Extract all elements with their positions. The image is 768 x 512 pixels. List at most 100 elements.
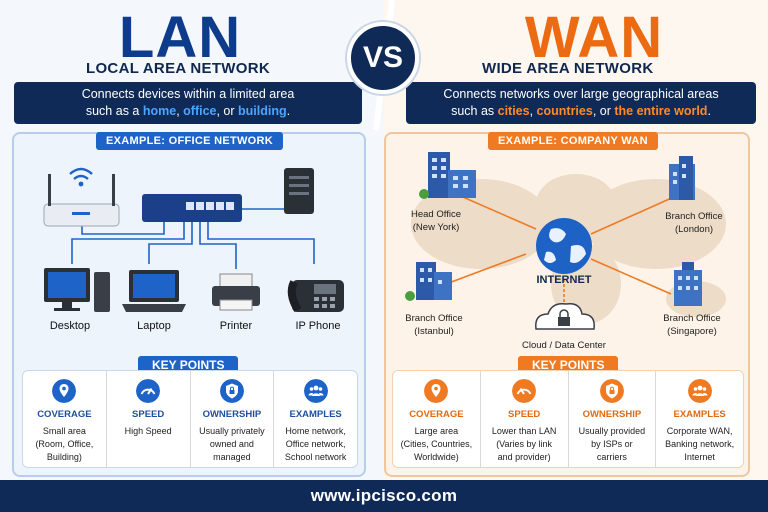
lan-banner-line2: such as a home, office, or building. <box>14 103 362 120</box>
wan-kp-ownership-line2: by ISPs or <box>591 439 633 449</box>
site-london-place: (London) <box>674 224 714 235</box>
site-singapore-name: Branch Office <box>663 313 721 324</box>
wan-kp-examples: EXAMPLES Corporate WAN,Banking network,I… <box>655 371 743 467</box>
head-office-building-icon <box>419 152 476 199</box>
lan-kp-coverage-line2: (Room, Office, <box>35 439 94 449</box>
device-label-desktop: Desktop <box>49 320 91 332</box>
lan-kp-examples: EXAMPLES Home network,Office network,Sch… <box>273 371 357 467</box>
lan-description-banner: Connects devices within a limited area s… <box>14 82 362 124</box>
server-icon <box>284 168 314 214</box>
wan-kp-ownership-line3: carriers <box>596 452 627 462</box>
london-office-building-icon <box>669 156 695 200</box>
site-istanbul-name: Branch Office <box>405 313 463 324</box>
footer-website[interactable]: www.ipcisco.com <box>0 480 768 512</box>
speedometer-icon <box>136 379 161 403</box>
lan-kp-coverage-head: COVERAGE <box>37 409 92 420</box>
lan-kp-examples-line1: Home network, <box>285 426 346 436</box>
lan-banner-end: . <box>286 104 291 118</box>
lan-section: LAN LOCAL AREA NETWORK Connects devices … <box>0 0 384 480</box>
site-london-name: Branch Office <box>665 211 723 222</box>
lan-kp-coverage-line1: Small area <box>42 426 86 436</box>
device-label-laptop: Laptop <box>137 320 171 332</box>
shield-lock-icon <box>599 379 624 403</box>
wan-kp-examples-head: EXAMPLES <box>673 409 726 420</box>
internet-globe-icon <box>536 218 592 274</box>
cloud-label: Cloud / Data Center <box>522 340 606 351</box>
network-switch-icon <box>142 194 242 222</box>
device-label-ip-phone: IP Phone <box>295 320 341 332</box>
users-icon <box>687 379 712 403</box>
site-label-london: Branch Office (London) <box>644 210 744 236</box>
site-label-istanbul: Branch Office (Istanbul) <box>384 312 484 338</box>
lan-key-points: COVERAGE Small area (Room, Office, Buildin… <box>22 370 358 468</box>
wan-kp-ownership-line1: Usually provided <box>578 426 646 436</box>
lan-kp-examples-line2: Office network, <box>285 439 346 449</box>
world-map-background <box>411 174 726 324</box>
lan-banner-hl-building: building <box>238 104 287 118</box>
device-label-printer: Printer <box>219 320 253 332</box>
lan-kp-speed-text: High Speed <box>107 425 190 438</box>
wan-kp-speed: SPEED Lower than LAN (Varies by link and p… <box>479 371 568 467</box>
lan-kp-ownership-line3: managed <box>213 452 251 462</box>
lan-kp-speed: SPEED High Speed <box>105 371 190 467</box>
wan-kp-speed-line1: Lower than LAN <box>491 426 557 436</box>
wan-banner-line2: such as cities, countries, or the entire… <box>406 103 756 120</box>
wan-kp-coverage-line3: Worldwide) <box>413 452 459 462</box>
printer-icon <box>212 273 260 311</box>
wan-kp-speed-text: Lower than LAN (Varies by link and provide… <box>481 425 568 464</box>
wan-section: WAN WIDE AREA NETWORK Connects networks … <box>384 0 768 480</box>
lan-kp-ownership-line1: Usually privately <box>199 426 265 436</box>
wan-kp-coverage: COVERAGE Large area(Cities, Countries,Wo… <box>393 371 480 467</box>
wan-kp-coverage-text: Large area(Cities, Countries,Worldwide) <box>393 425 480 464</box>
lan-subtitle: LOCAL AREA NETWORK <box>86 60 271 77</box>
lan-kp-coverage: COVERAGE Small area (Room, Office, Buildin… <box>23 371 106 467</box>
lan-network-diagram <box>43 167 344 313</box>
wan-title: WAN <box>524 5 664 70</box>
desktop-icon <box>44 268 110 312</box>
wan-network-diagram <box>405 152 726 330</box>
link-singapore <box>590 258 672 295</box>
wan-kp-speed-line3: and provider) <box>497 452 551 462</box>
lan-kp-ownership-line2: owned and <box>209 439 254 449</box>
ip-phone-icon <box>287 280 344 313</box>
lan-kp-examples-text: Home network, Office network, School netwo… <box>274 425 357 464</box>
internet-label: INTERNET <box>536 274 592 286</box>
wan-banner-sep1: , <box>529 104 537 118</box>
wan-kp-coverage-line2: (Cities, Countries, <box>400 439 473 449</box>
lan-kp-coverage-text: Small area (Room, Office, Building) <box>23 425 106 464</box>
link-newyork <box>455 193 537 230</box>
vs-badge: VS <box>347 22 419 94</box>
shield-lock-icon <box>219 379 244 403</box>
lan-kp-speed-head: SPEED <box>132 409 165 420</box>
wan-banner-hl-countries: countries <box>536 104 593 118</box>
wan-subtitle: WIDE AREA NETWORK <box>482 60 654 77</box>
phone-cable <box>207 222 315 264</box>
site-istanbul-place: (Istanbul) <box>414 326 454 337</box>
wan-kp-coverage-head: COVERAGE <box>409 409 464 420</box>
wan-banner-sep2: , or <box>592 104 615 118</box>
lan-banner-line1: Connects devices within a limited area <box>81 87 295 101</box>
location-pin-icon <box>424 379 449 403</box>
wifi-router-icon <box>43 167 120 227</box>
wan-kp-examples-line1: Corporate WAN, <box>666 426 733 436</box>
istanbul-office-building-icon <box>405 262 452 301</box>
lan-kp-coverage-line3: Building) <box>46 452 82 462</box>
lan-example-panel: EXAMPLE: OFFICE NETWORK <box>12 132 366 477</box>
wan-banner-end: . <box>707 104 711 118</box>
wan-key-points: COVERAGE Large area(Cities, Countries,Wo… <box>392 370 744 468</box>
site-new-york-name: Head Office <box>411 209 461 220</box>
wan-example-label: EXAMPLE: COMPANY WAN <box>488 132 658 150</box>
site-label-new-york: Head Office(New York) <box>386 208 486 234</box>
lan-banner-hl-office: office <box>183 104 217 118</box>
lan-kp-examples-line3: School network <box>284 452 347 462</box>
lan-key-points-title: KEY POINTS <box>138 356 239 374</box>
wan-banner-hl-world: the entire world <box>614 104 708 118</box>
wan-kp-examples-text: Corporate WAN,Banking network,Internet <box>656 425 743 464</box>
laptop-cable <box>148 222 193 264</box>
wan-kp-speed-head: SPEED <box>508 409 541 420</box>
wan-example-panel: EXAMPLE: COMPANY WAN <box>384 132 750 477</box>
wan-kp-speed-line2: (Varies by link <box>496 439 553 449</box>
cloud-data-center-icon <box>535 302 595 330</box>
